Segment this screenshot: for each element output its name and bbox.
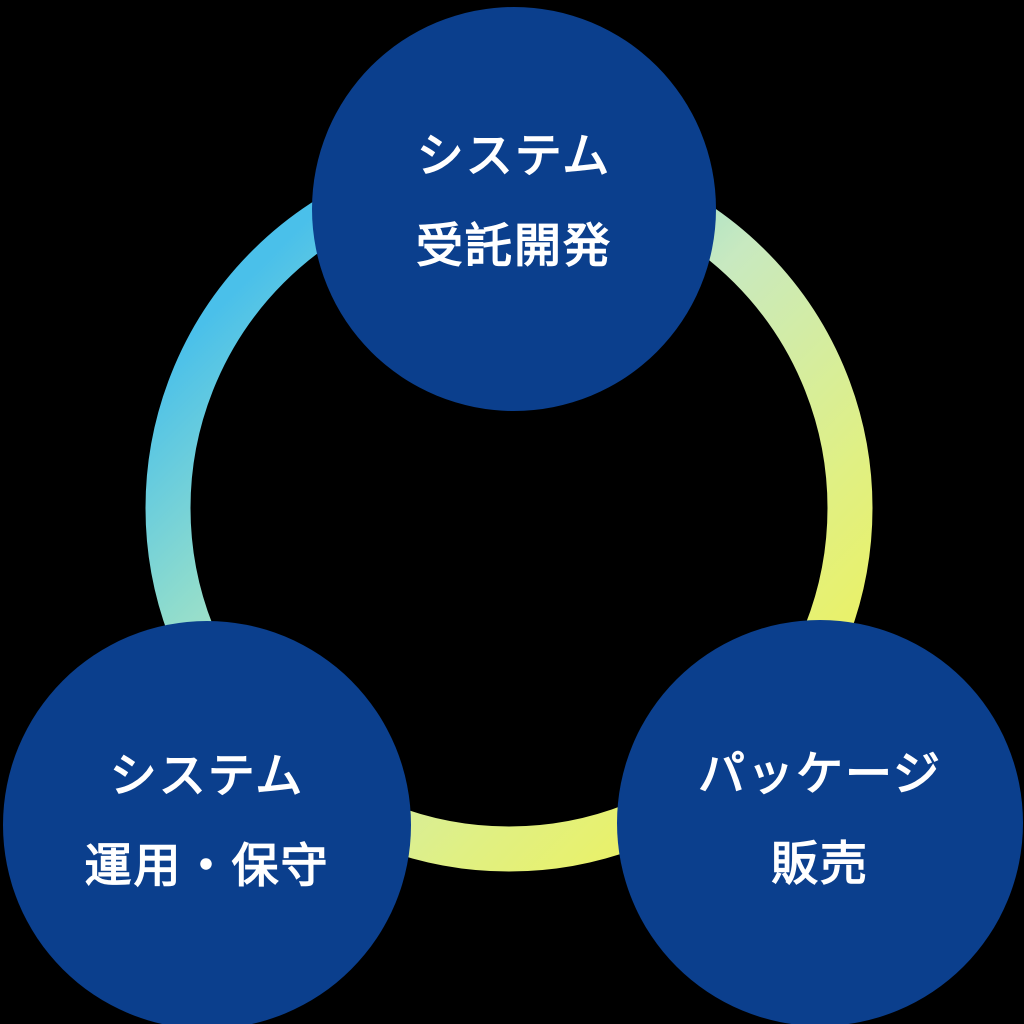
node-system-operation: システム 運用・保守	[3, 621, 411, 1024]
node-system-development-circle	[312, 7, 716, 411]
node-system-operation-label-line2: 運用・保守	[85, 839, 330, 892]
node-system-operation-circle	[3, 621, 411, 1024]
node-package-sales-label-line1: パッケージ	[698, 747, 942, 800]
node-system-development-label-line1: システム	[417, 129, 612, 182]
node-system-development-label-line2: 受託開発	[416, 219, 612, 272]
node-system-development: システム 受託開発	[312, 7, 716, 411]
node-system-operation-label-line1: システム	[110, 749, 305, 802]
node-package-sales: パッケージ 販売	[617, 620, 1023, 1024]
node-package-sales-label-line2: 販売	[771, 837, 869, 890]
node-package-sales-circle	[617, 620, 1023, 1024]
